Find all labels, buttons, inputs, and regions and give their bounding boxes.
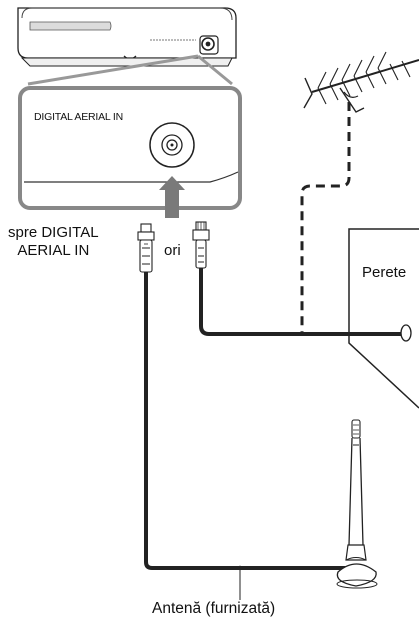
insert-arrow (159, 176, 185, 218)
connector-left (137, 223, 155, 273)
desktop-antenna (336, 419, 378, 589)
zoomed-port-panel (18, 86, 242, 210)
wall-socket (400, 324, 412, 342)
panel-port-label: DIGITAL AERIAL IN (34, 111, 123, 123)
antenna-cable (144, 272, 356, 570)
wall-label: Perete (362, 264, 407, 281)
wall-cable (199, 268, 402, 336)
zoom-callout (27, 54, 233, 86)
connector-right (192, 221, 210, 269)
wall-outline (348, 228, 419, 409)
rooftop-cable (300, 102, 351, 334)
or-label: ori (164, 242, 181, 259)
cable-junction-dot (237, 565, 243, 571)
antenna-caption: Antenă (furnizată) (152, 600, 276, 617)
dvd-player-illustration (17, 7, 237, 67)
connector-destination-label: spre DIGITAL AERIAL IN (8, 224, 99, 259)
rooftop-antenna (303, 51, 419, 113)
